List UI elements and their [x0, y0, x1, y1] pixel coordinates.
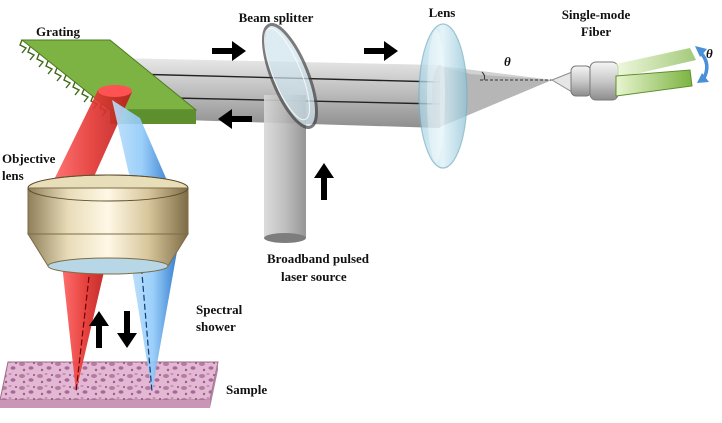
arrow-right-icon: [212, 41, 246, 61]
arrow-left-icon: [218, 109, 252, 129]
arrow-down-icon: [117, 311, 137, 348]
objective-label-line2: lens: [2, 168, 24, 183]
arrow-up-icon: [314, 163, 334, 200]
beam-splitter: [261, 23, 319, 129]
objective-label-line1: Objective: [2, 151, 56, 166]
fiber-label-line2: Fiber: [581, 24, 612, 39]
beam-splitter-label: Beam splitter: [239, 10, 314, 25]
spectral-shower-label-line2: shower: [196, 319, 236, 334]
spectral-shower-label-line1: Spectral: [196, 302, 243, 317]
arrow-right-icon: [364, 41, 398, 61]
source-label-line1: Broadband pulsed: [267, 251, 370, 266]
source-label-line2: laser source: [281, 269, 347, 284]
sample-slab: [0, 361, 219, 408]
lens-label: Lens: [429, 5, 456, 20]
focusing-lens: [418, 23, 468, 169]
focusing-cone: [440, 66, 552, 127]
sample-label: Sample: [226, 382, 267, 397]
tilt-arrow-icon: [695, 46, 709, 83]
objective-lens: [27, 174, 189, 275]
red-spectral-beam: [50, 85, 132, 393]
grating-label: Grating: [36, 24, 81, 39]
fiber-connector: [550, 48, 696, 101]
theta-label-fiber: θ: [706, 46, 713, 61]
theta-label-cone: θ: [504, 54, 511, 69]
arrow-up-icon: [89, 311, 109, 348]
fiber-label-line1: Single-mode: [562, 7, 631, 22]
blue-spectral-beam: [112, 100, 178, 393]
